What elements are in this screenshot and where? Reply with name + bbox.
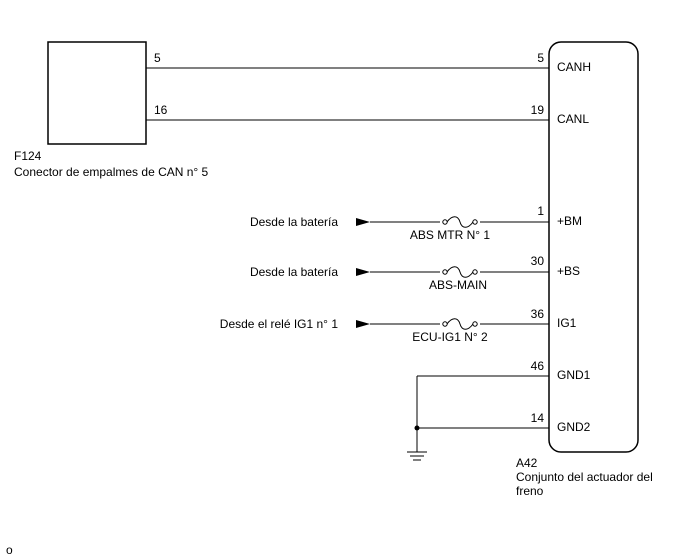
f124-canl-pin: 16 — [154, 103, 168, 117]
bm-fuse-label: ABS MTR N° 1 — [410, 228, 490, 242]
a42-ig1-pin: 36 — [531, 307, 545, 321]
ig1-source-text: Desde el relé IG1 n° 1 — [220, 317, 339, 331]
a42-gnd1-label: GND1 — [557, 368, 591, 382]
bm-arrow-icon — [356, 218, 370, 226]
a42-code: A42 — [516, 456, 538, 470]
a42-gnd1-pin: 46 — [531, 359, 545, 373]
a42-name-line1: Conjunto del actuador del — [516, 470, 653, 484]
bs-fuse-label: ABS-MAIN — [429, 278, 487, 292]
a42-ig1-label: IG1 — [557, 316, 577, 330]
a42-bs-pin: 30 — [531, 254, 545, 268]
a42-canh-pin: 5 — [537, 51, 544, 65]
ground-symbol-icon — [407, 451, 427, 461]
ig1-arrow-icon — [356, 320, 370, 328]
footnote-mark: o — [6, 543, 13, 557]
a42-bm-pin: 1 — [537, 204, 544, 218]
a42-bm-label: +BM — [557, 214, 582, 228]
a42-gnd2-pin: 14 — [531, 411, 545, 425]
ground-splice-dot — [414, 425, 420, 431]
a42-canh-label: CANH — [557, 60, 591, 74]
a42-canl-pin: 19 — [531, 103, 545, 117]
f124-name: Conector de empalmes de CAN n° 5 — [14, 165, 209, 179]
a42-canl-label: CANL — [557, 112, 589, 126]
a42-bs-label: +BS — [557, 264, 580, 278]
a42-gnd2-label: GND2 — [557, 420, 591, 434]
bs-fuse-icon — [440, 266, 480, 278]
a42-name-line2: freno — [516, 484, 544, 498]
bm-source-text: Desde la batería — [250, 215, 338, 229]
a42-actuator-box — [548, 41, 639, 453]
bs-source-text: Desde la batería — [250, 265, 338, 279]
f124-canh-pin: 5 — [154, 51, 161, 65]
bm-fuse-icon — [440, 216, 480, 228]
ig1-fuse-icon — [440, 318, 480, 330]
f124-connector-box — [47, 41, 147, 145]
f124-code: F124 — [14, 149, 42, 163]
ig1-fuse-label: ECU-IG1 N° 2 — [412, 330, 488, 344]
bs-arrow-icon — [356, 268, 370, 276]
